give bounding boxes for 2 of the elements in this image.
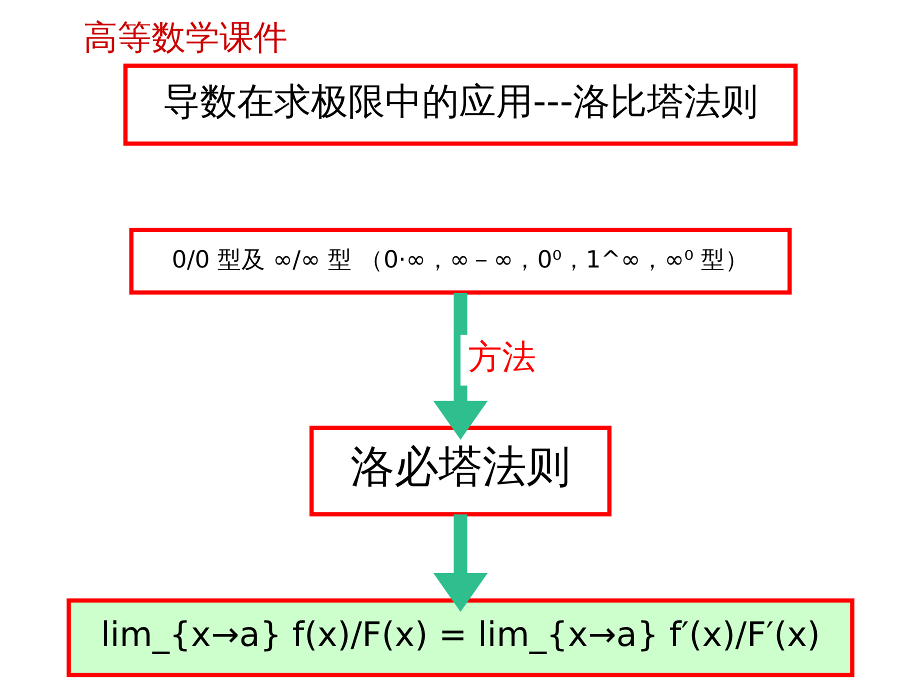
edge-label: 方法 (468, 338, 536, 377)
diagram-title: 高等数学课件 (83, 18, 288, 57)
